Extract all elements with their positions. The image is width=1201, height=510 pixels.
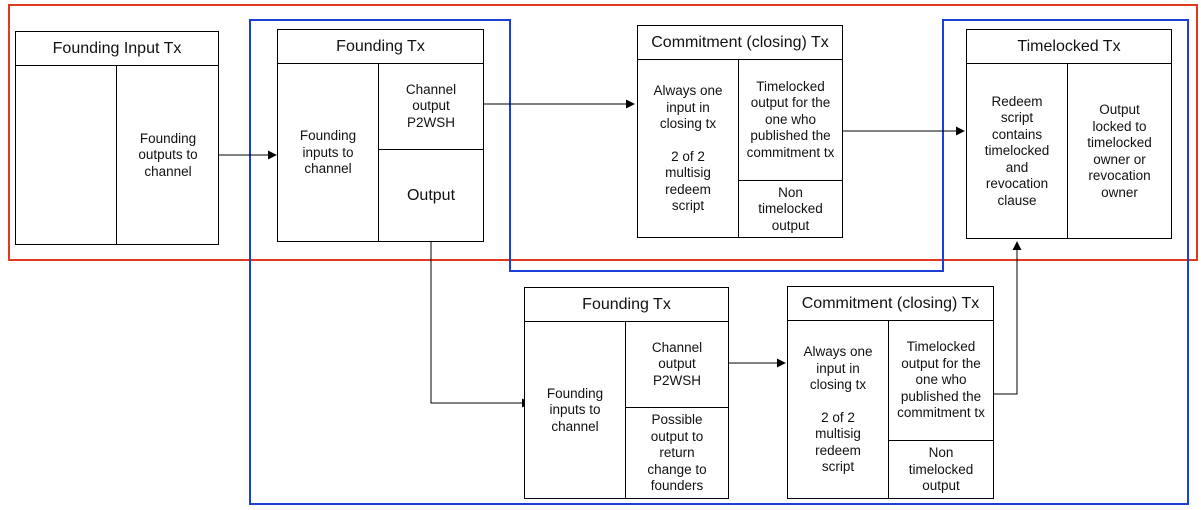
bottom-commitment-tx-title: Commitment (closing) Tx bbox=[788, 287, 993, 321]
bottom-always-one-input-note: Always one input in closing tx bbox=[803, 344, 873, 393]
bottom-founding-tx-title: Founding Tx bbox=[525, 288, 728, 322]
founding-input-tx-title: Founding Input Tx bbox=[16, 32, 218, 66]
founding-input-tx-inputs-cell bbox=[16, 66, 117, 245]
founding-tx-title: Founding Tx bbox=[278, 30, 483, 64]
bottom-founding-inputs-to-channel: Founding inputs to channel bbox=[525, 322, 626, 499]
always-one-input-note: Always one input in closing tx bbox=[653, 83, 723, 132]
commitment-tx-box: Commitment (closing) Tx Always one input… bbox=[637, 25, 843, 238]
bottom-commitment-tx-box: Commitment (closing) Tx Always one input… bbox=[787, 286, 994, 499]
commitment-tx-input-cell: Always one input in closing tx 2 of 2 mu… bbox=[638, 60, 739, 238]
timelocked-tx-box: Timelocked Tx Redeem script contains tim… bbox=[966, 29, 1172, 239]
founding-outputs-to-channel: Founding outputs to channel bbox=[138, 130, 198, 179]
arrow-output-to-bottom-founding bbox=[430, 242, 531, 408]
bottom-founding-tx-box: Founding Tx Founding inputs to channel C… bbox=[524, 287, 729, 499]
founding-input-tx-box: Founding Input Tx Founding outputs to ch… bbox=[15, 31, 219, 245]
bottom-channel-output-p2wsh: Channel output P2WSH bbox=[626, 322, 728, 408]
timelocked-tx-title: Timelocked Tx bbox=[967, 30, 1171, 64]
timelocked-output-locked-cell: Output locked to timelocked owner or rev… bbox=[1087, 102, 1152, 200]
multisig-redeem-note: 2 of 2 multisig redeem script bbox=[665, 148, 711, 214]
redeem-script-cell: Redeem script contains timelocked and re… bbox=[967, 64, 1068, 239]
timelocked-output-cell: Timelocked output for the one who publis… bbox=[739, 60, 842, 181]
founding-tx-box: Founding Tx Founding inputs to channel C… bbox=[277, 29, 484, 242]
commitment-tx-title: Commitment (closing) Tx bbox=[638, 26, 842, 60]
non-timelocked-output-cell: Non timelocked output bbox=[758, 184, 823, 233]
founding-tx-output: Output bbox=[406, 186, 456, 204]
bottom-non-timelocked-output-cell: Non timelocked output bbox=[908, 445, 974, 494]
bottom-multisig-redeem-note: 2 of 2 multisig redeem script bbox=[815, 409, 861, 475]
founding-inputs-to-channel: Founding inputs to channel bbox=[278, 64, 379, 242]
channel-output-p2wsh: Channel output P2WSH bbox=[379, 64, 483, 150]
bottom-timelocked-output-cell: Timelocked output for the one who publis… bbox=[889, 321, 993, 441]
bottom-commitment-input-cell: Always one input in closing tx 2 of 2 mu… bbox=[788, 321, 889, 499]
arrow-bottom-commitment-to-timelocked bbox=[993, 241, 1022, 395]
change-output-cell: Possible output to return change to foun… bbox=[647, 412, 707, 494]
